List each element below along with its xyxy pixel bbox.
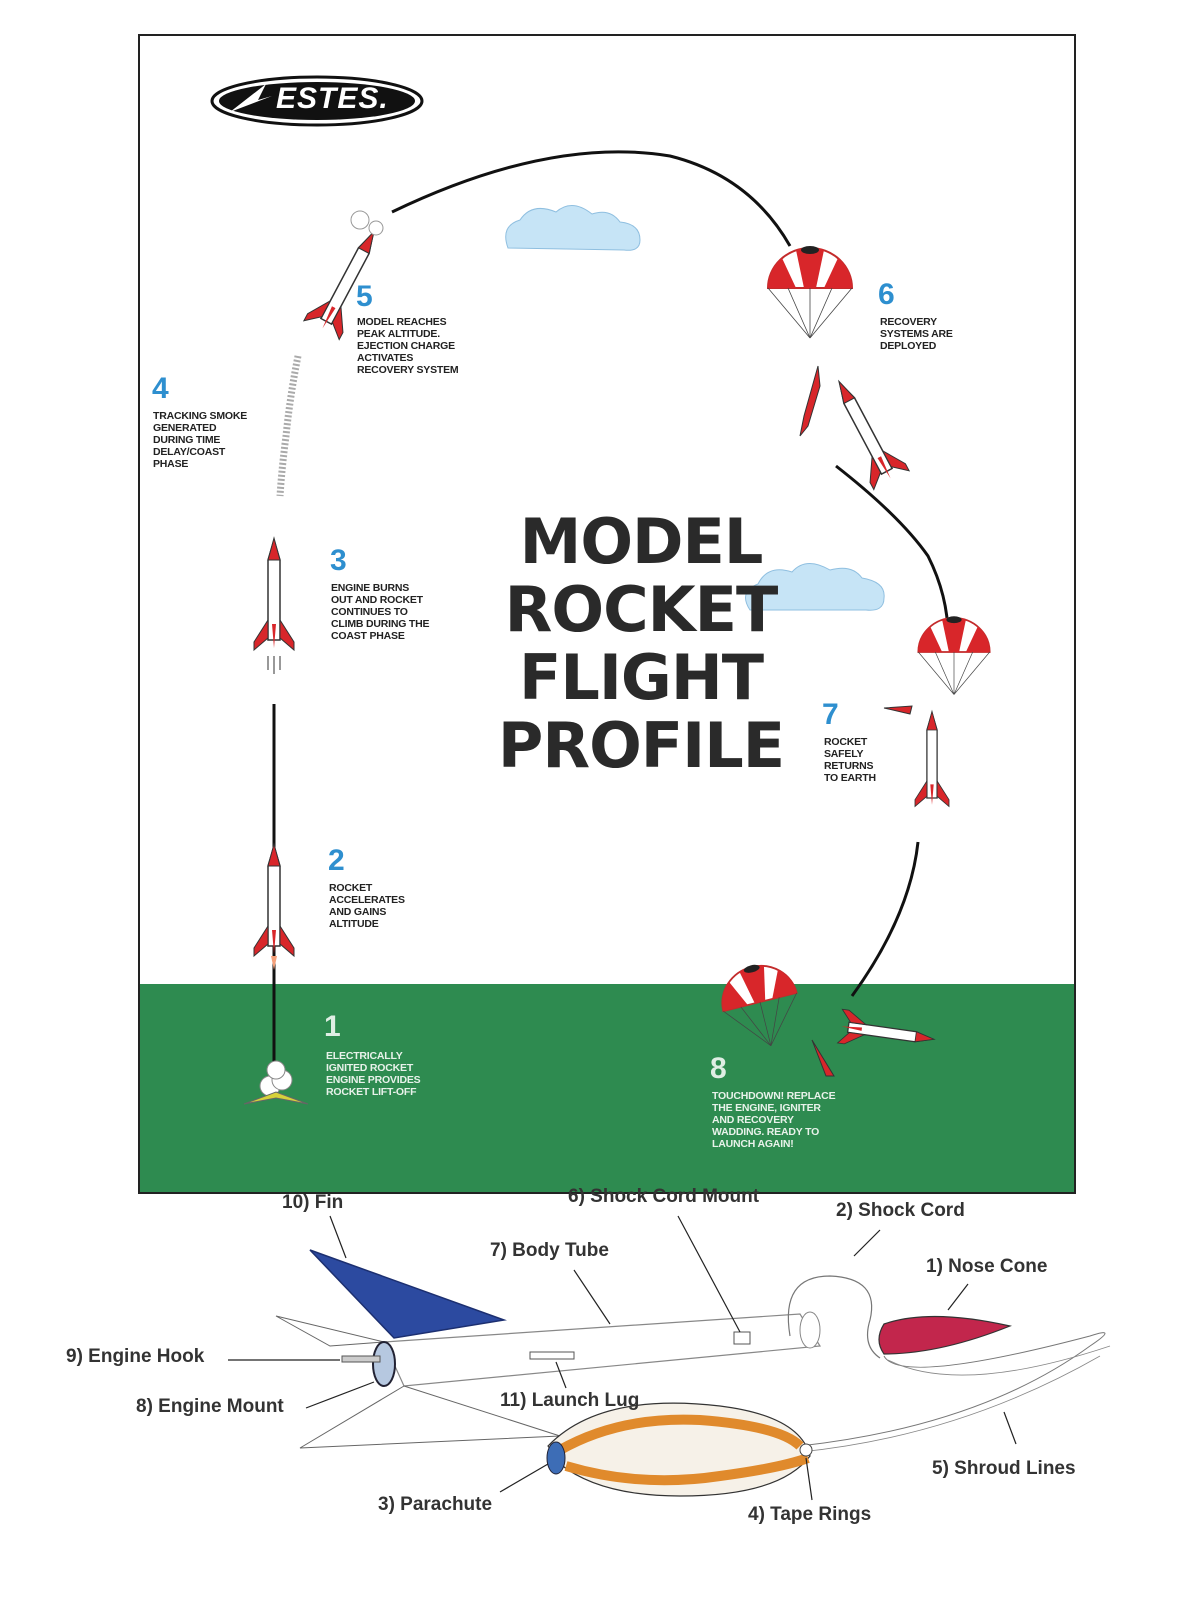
step-text-3: ENGINE BURNS OUT AND ROCKET CONTINUES TO… <box>331 582 430 642</box>
part-label-launch-lug: 11) Launch Lug <box>500 1390 640 1411</box>
step-text-4: TRACKING SMOKE GENERATED DURING TIME DEL… <box>153 410 248 470</box>
part-label-tape-rings: 4) Tape Rings <box>748 1504 872 1525</box>
parachute-step-7 <box>917 615 991 696</box>
nose-cone-step-6 <box>799 365 821 437</box>
step-number-1: 1 <box>324 1010 341 1043</box>
part-label-shock-cord-mount: 6) Shock Cord Mount <box>568 1186 760 1207</box>
flight-profile-poster: ESTES. MODEL ROCKET FLIGHT PROFILE 1 ELE… <box>138 34 1076 1194</box>
title-line: PROFILE <box>497 709 785 782</box>
flight-profile-artwork <box>140 150 1074 1192</box>
part-label-shroud-lines: 5) Shroud Lines <box>932 1458 1076 1479</box>
step-text-7: ROCKET SAFELY RETURNS TO EARTH <box>824 736 876 784</box>
engine-hook <box>341 1355 381 1363</box>
part-label-shock-cord: 2) Shock Cord <box>836 1200 965 1221</box>
fin <box>309 1249 507 1339</box>
shock-cord <box>787 1275 881 1359</box>
step-number-3: 3 <box>330 544 347 577</box>
leader-launch-lug <box>555 1361 567 1389</box>
leader-parachute <box>499 1463 549 1493</box>
parts-artwork <box>228 1215 1111 1501</box>
rocket-step-6 <box>820 371 910 491</box>
step-number-5: 5 <box>356 280 373 313</box>
step-number-7: 7 <box>822 698 839 731</box>
cloud <box>505 205 641 251</box>
flight-path-arc <box>391 150 792 247</box>
title-line: ROCKET <box>504 573 779 646</box>
engine-mount <box>372 1341 396 1387</box>
flight-path-arc <box>850 841 920 997</box>
side-fin <box>275 1315 385 1347</box>
ejection-puff <box>350 210 384 236</box>
tracking-smoke <box>276 355 302 497</box>
leader-tape-rings <box>805 1457 813 1501</box>
lower-fin <box>299 1385 561 1449</box>
nose-cone-step-8 <box>811 1039 835 1077</box>
tape-ring <box>799 1443 813 1457</box>
flight-path-arc <box>835 464 950 637</box>
step-text-5: MODEL REACHES PEAK ALTITUDE. EJECTION CH… <box>357 316 459 376</box>
leader-body-tube <box>573 1269 611 1325</box>
part-label-engine-hook: 9) Engine Hook <box>66 1346 205 1367</box>
step-number-8: 8 <box>710 1052 727 1085</box>
shroud-lines <box>799 1345 1111 1453</box>
step-text-6: RECOVERY SYSTEMS ARE DEPLOYED <box>880 316 953 352</box>
leader-shroud-lines <box>1003 1411 1017 1445</box>
rocket-step-2 <box>253 843 295 970</box>
step-text-1: ELECTRICALLY IGNITED ROCKET ENGINE PROVI… <box>326 1050 421 1098</box>
leader-engine-mount <box>305 1381 375 1409</box>
launch-lug <box>529 1351 575 1360</box>
part-label-body-tube: 7) Body Tube <box>490 1240 609 1261</box>
title-line: FLIGHT <box>519 641 764 714</box>
title-line: MODEL <box>519 505 764 578</box>
leader-shock-cord <box>853 1229 881 1257</box>
ground <box>140 984 1074 1192</box>
shock-cord-mount <box>733 1331 751 1345</box>
nose-cone-step-7 <box>883 705 913 715</box>
leader-shock-cord-mount <box>677 1215 741 1333</box>
step-number-2: 2 <box>328 844 345 877</box>
part-label-parachute: 3) Parachute <box>378 1494 493 1515</box>
step-text-2: ROCKET ACCELERATES AND GAINS ALTITUDE <box>329 882 405 930</box>
step-text-8: TOUCHDOWN! REPLACE THE ENGINE, IGNITER A… <box>712 1090 836 1150</box>
body-tube <box>383 1313 822 1387</box>
shroud-lines <box>799 1332 1106 1447</box>
cloud <box>745 563 885 611</box>
part-label-engine-mount: 8) Engine Mount <box>136 1396 284 1417</box>
step-number-6: 6 <box>878 278 895 311</box>
leader-fin <box>329 1215 347 1259</box>
rocket-step-7 <box>914 710 950 808</box>
nose-cone <box>878 1315 1013 1355</box>
step-number-4: 4 <box>152 372 169 405</box>
estes-logo: ESTES. <box>210 74 424 128</box>
part-label-fin: 10) Fin <box>282 1192 344 1213</box>
parachute-step-6 <box>766 245 854 339</box>
rocket-step-3 <box>253 537 295 674</box>
leader-nose-cone <box>947 1283 969 1311</box>
launch-smoke <box>243 1060 309 1105</box>
rocket-parts-diagram: 10) Fin 6) Shock Cord Mount 2) Shock Cor… <box>0 1186 1184 1596</box>
poster-title: MODEL ROCKET FLIGHT PROFILE <box>480 508 802 780</box>
part-label-nose-cone: 1) Nose Cone <box>926 1256 1048 1277</box>
parachute-spill-hole <box>546 1441 566 1475</box>
